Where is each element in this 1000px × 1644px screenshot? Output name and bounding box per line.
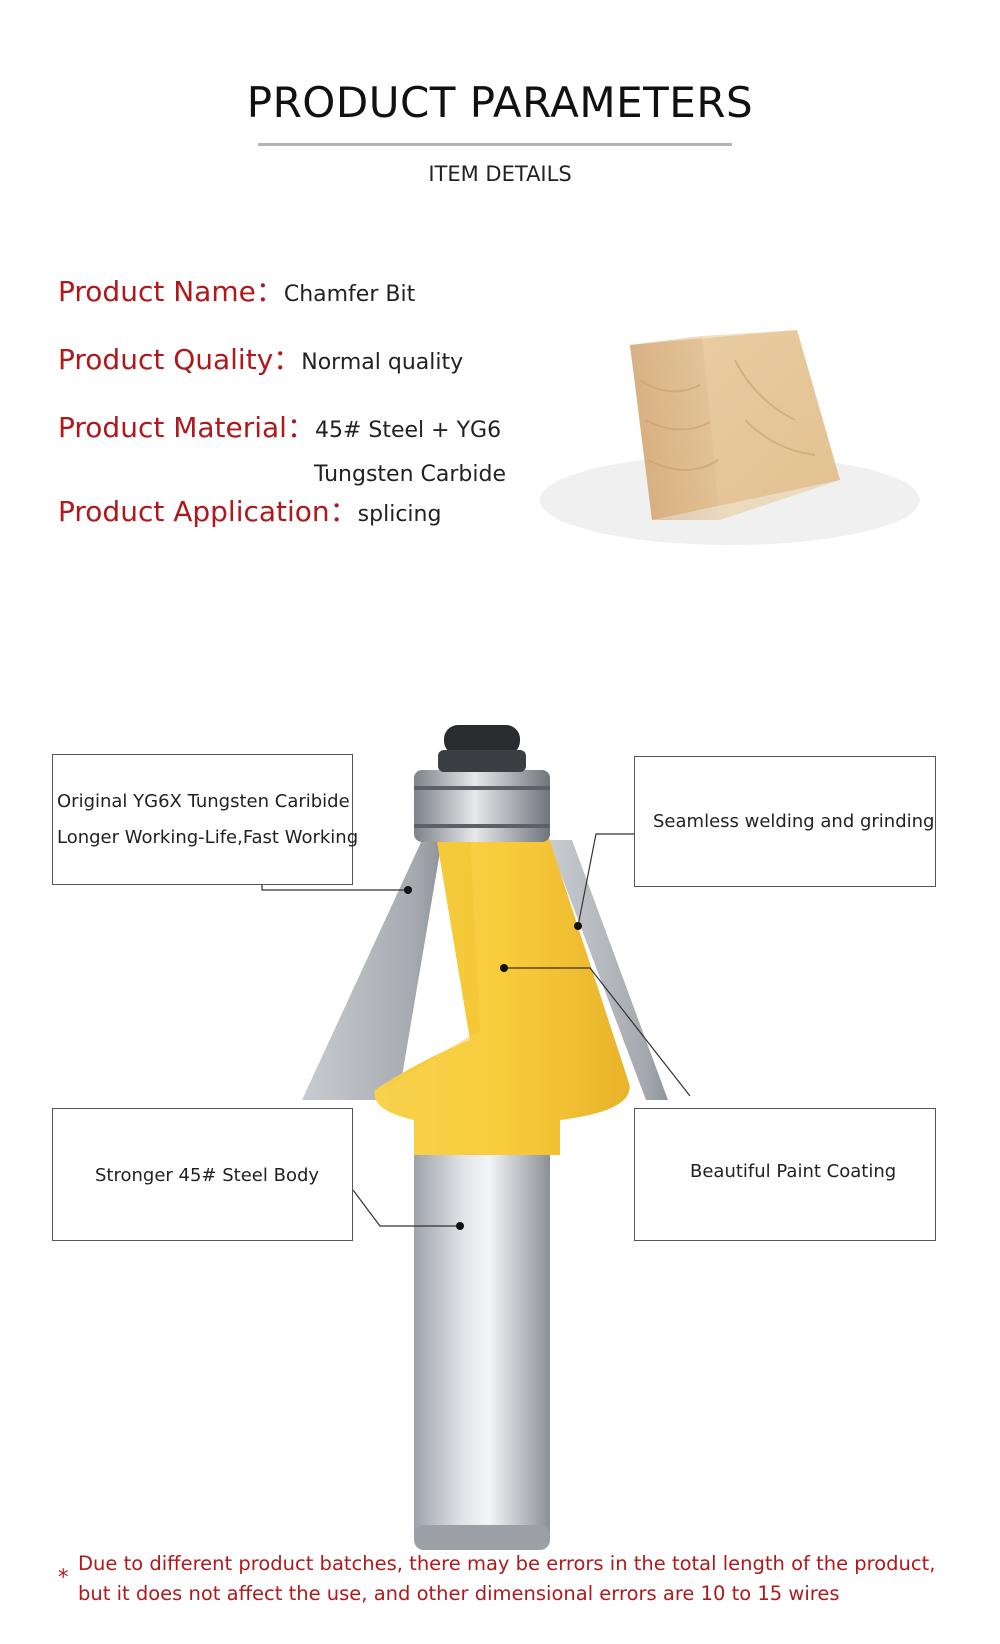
wood-sample-image (540, 330, 920, 545)
param-product-material: Product Material：45# Steel + YG6 (58, 406, 501, 446)
note-line1: Due to different product batches, there … (78, 1552, 936, 1575)
param-product-name: Product Name：Chamfer Bit (58, 270, 415, 310)
title-divider (258, 143, 732, 146)
param-product-quality: Product Quality：Normal quality (58, 338, 463, 378)
param-label: Product Material： (58, 411, 315, 444)
param-label: Product Name： (58, 275, 284, 308)
page-title: PRODUCT PARAMETERS (246, 78, 754, 127)
page-subtitle: ITEM DETAILS (428, 162, 572, 186)
callout-paint: Beautiful Paint Coating (634, 1108, 936, 1241)
router-bit-image (302, 725, 668, 1550)
callout-carbide-line2: Longer Working-Life,Fast Working (57, 827, 359, 848)
param-value: Normal quality (301, 350, 464, 375)
callout-carbide-line1: Original YG6X Tungsten Caribide (57, 791, 350, 812)
param-product-application: Product Application：splicing (58, 490, 441, 530)
callout-body-text: Stronger 45# Steel Body (95, 1165, 320, 1186)
note-asterisk: * (58, 1565, 69, 1589)
callout-carbide: Original YG6X Tungsten Caribide Longer W… (52, 754, 358, 885)
callout-body: Stronger 45# Steel Body (52, 1108, 353, 1241)
param-value: Chamfer Bit (283, 282, 416, 307)
param-material-line2: Tungsten Carbide (314, 462, 506, 487)
callout-dots (404, 886, 582, 1230)
param-label: Product Application： (58, 495, 358, 528)
callout-paint-text: Beautiful Paint Coating (690, 1161, 897, 1182)
note-line2: but it does not affect the use, and othe… (78, 1582, 840, 1605)
param-value: 45# Steel + YG6 (314, 418, 502, 443)
callout-welding: Seamless welding and grinding (634, 756, 936, 887)
param-value: splicing (357, 502, 442, 527)
callout-welding-text: Seamless welding and grinding (653, 811, 935, 832)
param-label: Product Quality： (58, 343, 302, 376)
